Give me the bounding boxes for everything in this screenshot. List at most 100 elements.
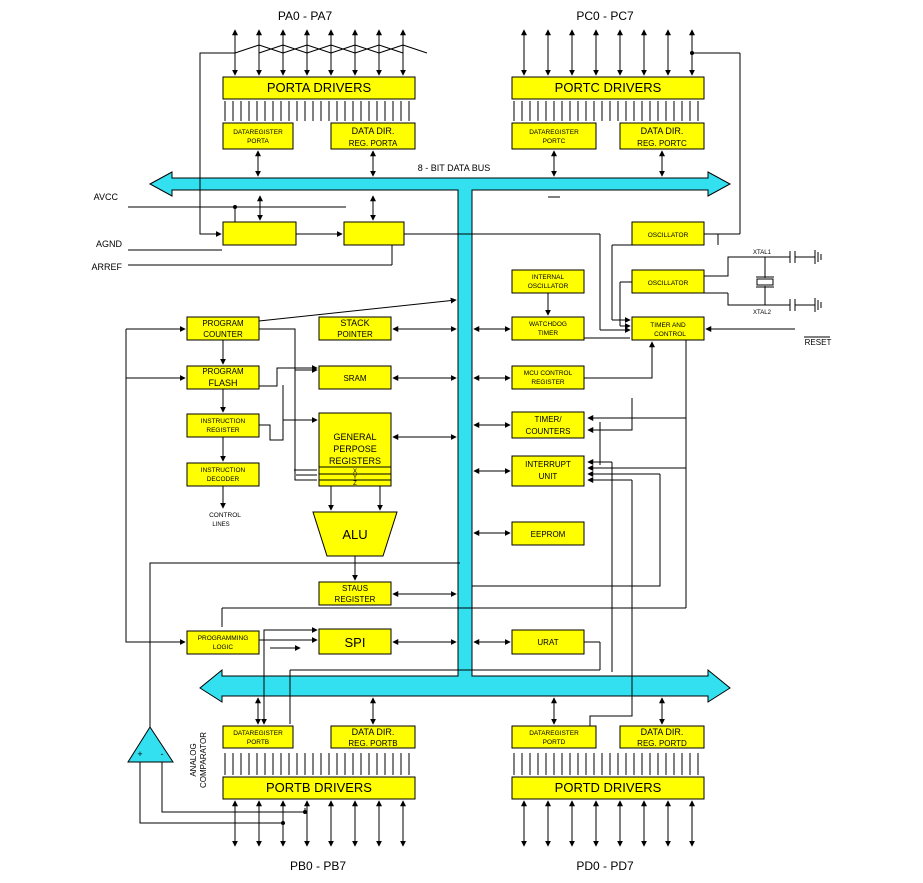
data-dir-portc <box>619 122 705 150</box>
program-flash-l2: FLASH <box>208 378 237 388</box>
portc-drivers <box>511 76 705 100</box>
portd-drivers <box>511 776 705 800</box>
gpr-l3: REGISTERS <box>329 456 381 466</box>
data-register-portc <box>511 122 597 150</box>
data-dir-portc-l1: DATA DIR. <box>641 126 684 136</box>
timer-counters-l2: COUNTERS <box>526 427 571 436</box>
internal-osc-l1: INTERNAL <box>532 274 565 281</box>
timer-and-control <box>631 316 705 341</box>
analog-comparator-l2: COMPARATOR <box>199 732 208 788</box>
program-counter-l2: COUNTER <box>203 330 243 339</box>
portc-drivers-label: PORTC DRIVERS <box>555 80 662 95</box>
oscillator-1-label: OSCILLATOR <box>648 232 689 239</box>
alu <box>312 511 398 557</box>
sram-label: SRAM <box>343 374 366 383</box>
gpr-l2: PERPOSE <box>333 444 377 454</box>
reg-z-label: Z <box>353 481 357 487</box>
comparator-plus: + <box>137 749 142 759</box>
data-register-portd-l2: PORTD <box>543 739 566 746</box>
data-register-portc-l2: PORTC <box>543 138 566 145</box>
data-dir-portd-l2: REG. PORTD <box>637 739 687 748</box>
porta-drivers-label: PORTA DRIVERS <box>267 80 372 95</box>
analog-comparator <box>127 726 174 763</box>
spi-label: SPI <box>345 635 366 650</box>
spi <box>318 628 392 655</box>
oscillator-2-label: OSCILLATOR <box>648 280 689 287</box>
idec-l2: DECODER <box>207 476 240 483</box>
data-dir-portb <box>330 725 416 749</box>
data-dir-porta <box>330 122 416 150</box>
watchdog-l2: TIMER <box>538 330 559 337</box>
data-register-portb-l1: DATAREGISTER <box>233 730 283 737</box>
data-dir-porta-l1: DATA DIR. <box>352 126 395 136</box>
status-l2: REGISTER <box>335 595 376 604</box>
data-register-portd-l1: DATAREGISTER <box>529 730 579 737</box>
data-dir-portd-l1: DATA DIR. <box>641 727 684 737</box>
internal-osc-l2: OSCILLATOR <box>528 283 569 290</box>
port-a-label: PA0 - PA7 <box>278 9 333 23</box>
alu-label: ALU <box>342 527 367 542</box>
porta-drivers <box>222 76 416 100</box>
data-dir-porta-l2: REG. PORTA <box>349 139 398 148</box>
interrupt-unit <box>511 455 585 487</box>
data-bus-top <box>148 171 732 703</box>
reg-x-label: X <box>353 469 357 475</box>
interrupt-l1: INTERRUPT <box>525 460 571 469</box>
port-b-label: PB0 - PB7 <box>290 859 346 873</box>
idec-l1: INSTRUCTION <box>201 467 246 474</box>
prog-logic-l1: PROGRAMMING <box>198 635 249 642</box>
programming-logic <box>186 630 260 655</box>
portb-drivers-label: PORTB DRIVERS <box>266 780 372 795</box>
ireg-l2: REGISTER <box>206 427 240 434</box>
mcu-l2: REGISTER <box>531 379 565 386</box>
sram <box>318 365 392 390</box>
analog-comparator-l1: ANALOG <box>189 743 198 776</box>
aref-label: ARREF <box>91 262 122 272</box>
data-register-porta-l2: PORTA <box>247 138 269 145</box>
port-d-label: PD0 - PD7 <box>576 859 634 873</box>
data-dir-portb-l2: REG. PORTB <box>348 739 397 748</box>
bus-label: 8 - BIT DATA BUS <box>418 163 491 173</box>
timer-control-l1: TIMER AND <box>650 322 686 329</box>
watchdog-l1: WATCHDOG <box>529 321 567 328</box>
data-register-porta <box>222 122 294 150</box>
status-l1: STAUS <box>342 584 368 593</box>
ireg-l1: INSTRUCTION <box>201 418 246 425</box>
xtal1-label: XTAL1 <box>753 250 772 256</box>
data-dir-portc-l2: REG. PORTC <box>637 139 687 148</box>
timer-counters <box>511 411 585 439</box>
adc-block <box>343 221 405 246</box>
eeprom-label: EEPROM <box>531 530 566 539</box>
avcc-label: AVCC <box>94 192 119 202</box>
comparator-minus: - <box>161 749 164 759</box>
mcu-l1: MCU CONTROL <box>524 370 573 377</box>
timer-control-l2: CONTROL <box>654 331 686 338</box>
data-dir-portb-l1: DATA DIR. <box>352 727 395 737</box>
stack-pointer-l1: STACK <box>340 318 369 328</box>
reset-label: RESET <box>805 338 832 347</box>
program-flash-l1: PROGRAM <box>202 367 244 376</box>
interrupt-l2: UNIT <box>539 472 558 481</box>
control-lines-l1: CONTROL <box>209 512 241 519</box>
stack-pointer-l2: POINTER <box>337 330 373 339</box>
eeprom <box>511 521 585 546</box>
agnd-label: AGND <box>96 239 123 249</box>
stack-pointer <box>318 316 392 341</box>
watchdog-timer <box>511 316 585 341</box>
portd-drivers-label: PORTD DRIVERS <box>555 780 662 795</box>
status-register <box>318 581 392 606</box>
urat-label: URAT <box>537 638 558 647</box>
data-register-portb <box>222 725 294 749</box>
adc-mux-block <box>222 221 297 246</box>
timer-counters-l1: TIMER/ <box>534 415 562 424</box>
port-c-label: PC0 - PC7 <box>576 9 634 23</box>
program-counter-l1: PROGRAM <box>202 319 244 328</box>
xtal2-label: XTAL2 <box>753 310 772 316</box>
control-lines-l2: LINES <box>212 522 229 528</box>
gpr-l1: GENERAL <box>333 432 376 442</box>
portb-drivers <box>222 776 416 800</box>
reg-y-label: Y <box>353 475 357 481</box>
data-register-portd <box>511 725 597 749</box>
data-dir-portd <box>619 725 705 749</box>
